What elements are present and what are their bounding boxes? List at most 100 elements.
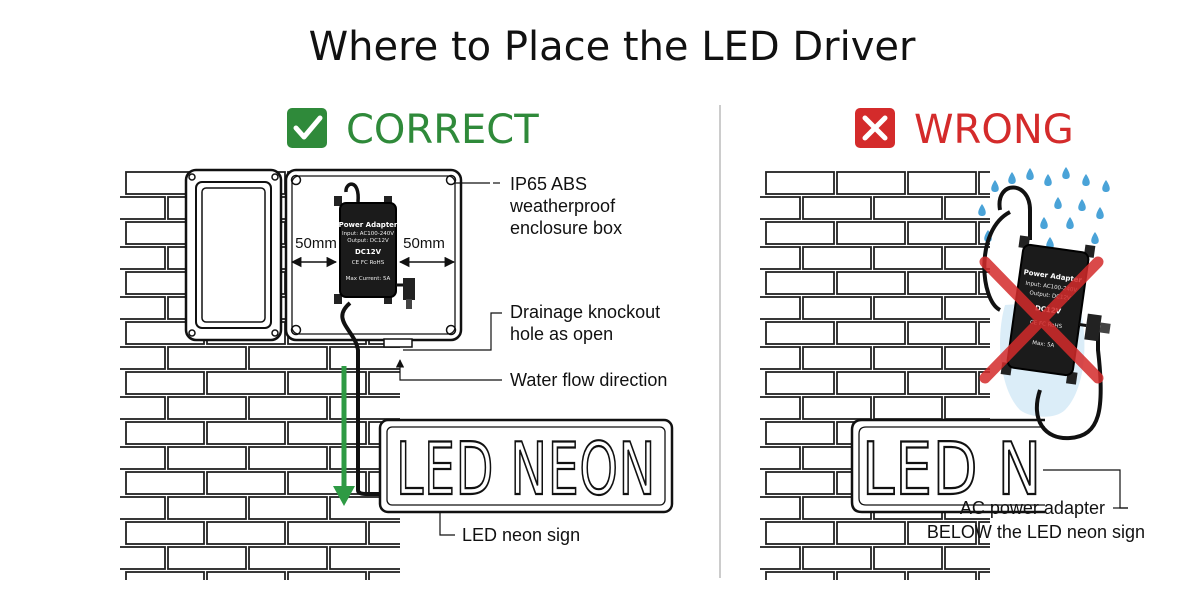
- brick: [167, 446, 247, 470]
- brick: [329, 346, 400, 370]
- rain-drop-icon: [1054, 197, 1062, 209]
- brick: [760, 196, 801, 220]
- brick: [907, 371, 977, 395]
- brick: [248, 396, 328, 420]
- clearance-right: 50mm: [398, 235, 456, 268]
- rain-drop-icon: [1091, 232, 1099, 244]
- brick: [120, 496, 166, 520]
- brick: [802, 346, 872, 370]
- red-x-mark: [979, 256, 1104, 384]
- rain-drop-icon: [1046, 237, 1054, 249]
- adapter-label-current: Max Current: 5A: [346, 276, 391, 282]
- brick: [765, 321, 835, 345]
- brick: [760, 396, 801, 420]
- brick: [944, 296, 990, 320]
- wrong-heading: WRONG: [914, 107, 1074, 153]
- adapter-marks: CE FC RoHS: [352, 260, 385, 266]
- wrong-adapter-label-output: Output: DC12V: [1029, 290, 1071, 302]
- rain-drop-icon: [1044, 174, 1052, 186]
- brick: [836, 521, 906, 545]
- drainage-knockout: [383, 338, 413, 348]
- wrong-caption: AC power adapter BELOW the LED neon sign: [927, 498, 1145, 542]
- adapter-label-output: Output: DC12V: [347, 238, 389, 244]
- brick: [125, 421, 205, 445]
- brick: [120, 446, 166, 470]
- brick: [760, 446, 801, 470]
- adapter-cable-bottom: [1034, 320, 1103, 441]
- brick: [907, 521, 977, 545]
- brick: [873, 396, 943, 420]
- brick: [802, 196, 872, 220]
- brick: [873, 246, 943, 270]
- brick: [248, 496, 328, 520]
- brick: [873, 196, 943, 220]
- brick: [944, 396, 990, 420]
- brick: [167, 546, 247, 570]
- brick: [329, 396, 400, 420]
- brick: [836, 571, 906, 580]
- rain-drop-icon: [1008, 172, 1016, 184]
- brick: [802, 546, 872, 570]
- brick: [836, 271, 906, 295]
- brick: [765, 221, 835, 245]
- brick: [765, 471, 835, 495]
- brick: [978, 521, 990, 545]
- clearance-right-label: 50mm: [403, 235, 445, 252]
- rain-drop-icon: [978, 204, 986, 216]
- brick: [248, 546, 328, 570]
- adapter-label-title: Power Adapter: [339, 221, 398, 229]
- brick: [206, 571, 286, 580]
- brick: [765, 171, 835, 195]
- neon-sign-text-wrong: LED N: [862, 427, 1042, 511]
- brick: [248, 446, 328, 470]
- brick: [907, 221, 977, 245]
- brick: [760, 296, 801, 320]
- brick: [329, 546, 400, 570]
- page-title: Where to Place the LED Driver: [309, 24, 916, 70]
- brick: [368, 371, 400, 395]
- brick: [765, 271, 835, 295]
- brick: [978, 171, 990, 195]
- power-cable: [340, 301, 385, 496]
- neon-sign-correct: LED NEON: [378, 418, 674, 514]
- adapter-label-input: Input: AC100-240V: [342, 231, 394, 237]
- brick: [836, 171, 906, 195]
- brick: [907, 271, 977, 295]
- brick: [978, 221, 990, 245]
- rain-drop-icon: [991, 180, 999, 192]
- brick: [206, 471, 286, 495]
- brick: [760, 546, 801, 570]
- brick: [944, 346, 990, 370]
- clearance-left: 50mm: [290, 235, 338, 268]
- brick: [120, 296, 166, 320]
- brick: [287, 521, 367, 545]
- brick: [802, 246, 872, 270]
- rain-drops: [978, 167, 1110, 249]
- rain-drop-icon: [1082, 174, 1090, 186]
- brick: [287, 421, 367, 445]
- brick: [907, 321, 977, 345]
- enclosure-box: [184, 168, 463, 348]
- brick: [206, 421, 286, 445]
- brick: [125, 371, 205, 395]
- callout-drainage: Drainage knockout hole as open: [510, 302, 665, 344]
- callout-drainage-line1: Drainage knockout: [510, 302, 660, 322]
- brick: [120, 396, 166, 420]
- brick: [120, 546, 166, 570]
- brick: [944, 546, 990, 570]
- brick: [120, 196, 166, 220]
- rain-drop-icon: [1066, 217, 1074, 229]
- neon-sign-wrong: LED N: [850, 418, 1045, 514]
- brick: [125, 571, 205, 580]
- brick: [760, 346, 801, 370]
- brick: [167, 396, 247, 420]
- callout-water-flow: Water flow direction: [510, 370, 667, 390]
- brick: [287, 471, 367, 495]
- brick: [765, 421, 835, 445]
- brick: [907, 171, 977, 195]
- callout-enclosure: IP65 ABS weatherproof enclosure box: [509, 174, 622, 238]
- brick-wall-right: [760, 171, 990, 580]
- brick: [944, 246, 990, 270]
- brick: [167, 346, 247, 370]
